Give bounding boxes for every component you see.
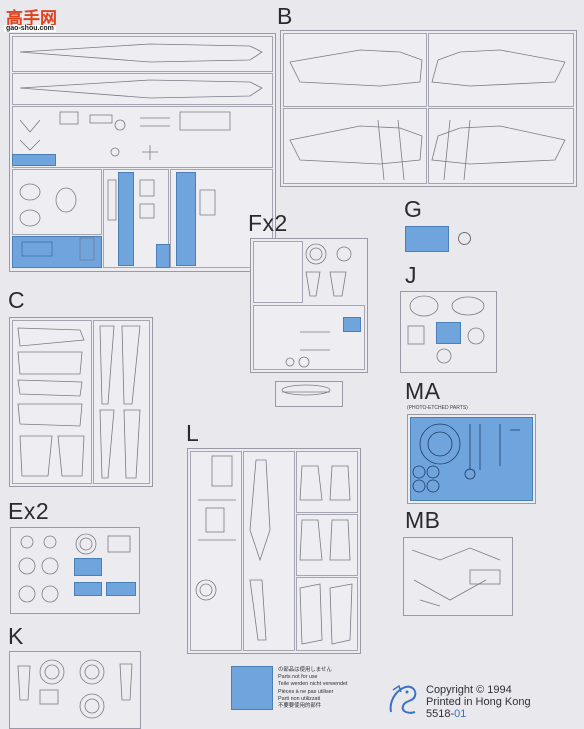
- sprue-c-part-right: [93, 320, 150, 484]
- copyright-block: Copyright © 1994 Printed in Hong Kong 55…: [426, 684, 531, 720]
- printed-line: Printed in Hong Kong: [426, 696, 531, 708]
- sprue-l-grid-2: [296, 514, 358, 576]
- sprue-g-unused: [405, 226, 449, 252]
- sprue-a-fuselage-2: [12, 73, 273, 105]
- sprue-label-ex2: Ex2: [8, 498, 50, 524]
- sprue-a-unused-strip: [12, 154, 56, 166]
- legend-line-en: Parts not for use: [278, 674, 318, 681]
- sprue-ex2-unused-3: [106, 582, 136, 596]
- sprue-b-wing-lower-right: [428, 108, 574, 184]
- sprue-ex2-unused-2: [74, 582, 102, 596]
- legend-line-zh: 不要要使用的部件: [278, 703, 322, 710]
- copyright-line: Copyright © 1994: [426, 684, 512, 696]
- legend-line-it: Parti non utilizzati: [278, 695, 321, 702]
- sprue-c-part-left: [12, 320, 92, 484]
- sprue-label-fx2: Fx2: [248, 210, 288, 236]
- sprue-label-b: B: [277, 3, 293, 29]
- sprue-l-grid-1: [296, 451, 358, 513]
- watermark: 高手网 gao-shou.com: [2, 2, 74, 36]
- sprue-label-mb: MB: [405, 507, 441, 533]
- sprue-label-ma: MA: [405, 378, 441, 404]
- sprue-ma-unused: [410, 417, 533, 501]
- sprue-a-unused-col-3: [156, 244, 170, 268]
- sprue-fx2-lower-panel: [253, 305, 365, 370]
- sprue-ma-subtitle: (PHOTO-ETCHED PARTS): [407, 405, 468, 411]
- unused-parts-legend: の部品は使用しません Parts not for use Teile werde…: [278, 667, 348, 710]
- sprue-a-unused-col-2: [176, 172, 196, 266]
- sprue-l-tall-left: [190, 451, 242, 651]
- sprue-label-c: C: [8, 287, 26, 313]
- sprue-a-unused-bottom: [12, 236, 102, 268]
- dragon-logo-icon: [389, 684, 417, 714]
- sprue-g-round-part: [458, 232, 471, 245]
- unused-parts-swatch: [231, 666, 273, 710]
- sprue-label-l: L: [186, 420, 200, 446]
- sprue-a-fuselage-1: [12, 36, 273, 72]
- watermark-title: 高手网: [6, 9, 57, 28]
- legend-line-de: Teile werden nicht verwendet: [278, 681, 348, 688]
- sprue-b-wing-upper-right: [428, 33, 574, 107]
- legend-line-ja: の部品は使用しません: [278, 667, 332, 673]
- sprue-k: [9, 651, 141, 729]
- sprue-l-grid-3: [296, 577, 358, 651]
- sprue-label-j: J: [405, 262, 417, 288]
- sprue-a-unused-col-1: [118, 172, 134, 266]
- watermark-url: gao-shou.com: [4, 25, 56, 32]
- sprue-ex2-unused-1: [74, 558, 102, 576]
- product-code-suffix: 01: [454, 708, 467, 720]
- sprue-label-g: G: [404, 196, 423, 222]
- legend-line-fr: Pièces à ne pas utiliser: [278, 688, 334, 695]
- product-code: 5518-01: [426, 708, 531, 720]
- sprue-a-lower-mid: [103, 169, 169, 268]
- sprue-fx2-left-panel: [253, 241, 303, 303]
- product-code-main: 5518-: [426, 708, 455, 720]
- sprue-mb: [403, 537, 513, 616]
- sprue-j-unused: [436, 322, 461, 344]
- sprue-fx2-unused-part: [343, 317, 361, 332]
- sprue-label-k: K: [8, 623, 24, 649]
- sprue-b-wing-upper-left: [283, 33, 427, 107]
- sprue-l-tall-mid: [243, 451, 295, 651]
- sprue-a-lower-left: [12, 169, 102, 235]
